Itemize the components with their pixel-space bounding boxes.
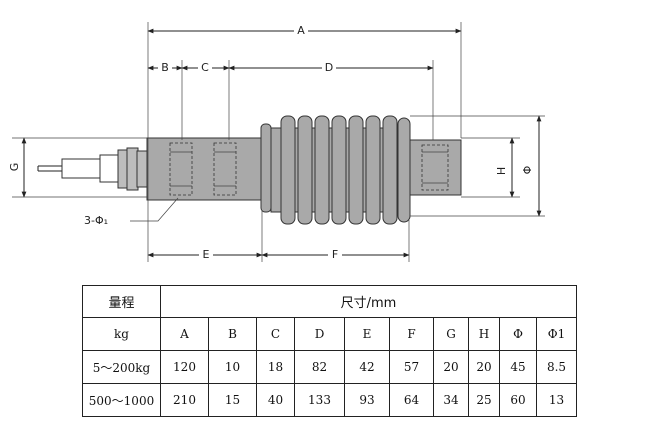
load-end-cylinder [409,139,462,196]
dim-label-b: B [161,61,169,74]
column-header: D [294,317,345,351]
table-cell: 20 [433,350,469,384]
dim-label-d: D [325,61,333,74]
table-cell: 20 [468,350,500,384]
header-size: 尺寸/mm [160,285,577,318]
dim-label-g: G [8,163,21,172]
dim-label-holes: 3-Φ₁ [84,214,108,227]
column-header: G [433,317,469,351]
column-header: B [208,317,257,351]
dim-label-c: C [201,61,209,74]
table-cell: 15 [208,383,257,417]
column-header: Φ1 [536,317,577,351]
table-cell: 57 [389,350,434,384]
column-header: C [256,317,295,351]
load-cell-dimension-drawing: A B C D E F G H Φ 3-Φ₁ [8,22,545,262]
dimension-labels: A B C D E F G H Φ 3-Φ₁ [8,23,534,261]
sensor-body [146,123,272,213]
table-cell: 93 [344,383,390,417]
table-cell: 210 [160,383,209,417]
table-cell: 82 [294,350,345,384]
table-cell: 60 [499,383,537,417]
table-cell: 34 [433,383,469,417]
header-range: 量程 [82,285,161,318]
cable [37,154,119,183]
range-cell: 5～200kg [82,350,161,384]
specification-table: 量程 尺寸/mm kg A B C D E F G H Φ Φ1 5～200kg… [82,285,577,417]
unit-label: kg [82,317,161,351]
table-cell: 10 [208,350,257,384]
column-header: Φ [499,317,537,351]
column-header: E [344,317,390,351]
table-row: 500～1000 210 15 40 133 93 64 34 25 60 13 [82,383,577,417]
dim-label-a: A [297,24,305,37]
table-cell: 64 [389,383,434,417]
table-cell: 45 [499,350,537,384]
table-cell: 40 [256,383,295,417]
table-cell: 120 [160,350,209,384]
table-cell: 42 [344,350,390,384]
range-cell: 500～1000 [82,383,161,417]
table-cell: 133 [294,383,345,417]
dim-label-phi: Φ [521,165,534,174]
column-header: F [389,317,434,351]
bellows [270,115,411,225]
dim-label-e: E [203,248,210,261]
table-row: 5～200kg 120 10 18 82 42 57 20 20 45 8.5 [82,350,577,384]
table-cell: 8.5 [536,350,577,384]
cable-gland-nut [117,147,148,191]
column-header: A [160,317,209,351]
table-cell: 13 [536,383,577,417]
table-row: kg A B C D E F G H Φ Φ1 [82,317,577,351]
table-cell: 18 [256,350,295,384]
dim-label-f: F [332,248,338,261]
column-header: H [468,317,500,351]
dim-label-h: H [495,167,508,175]
table-cell: 25 [468,383,500,417]
